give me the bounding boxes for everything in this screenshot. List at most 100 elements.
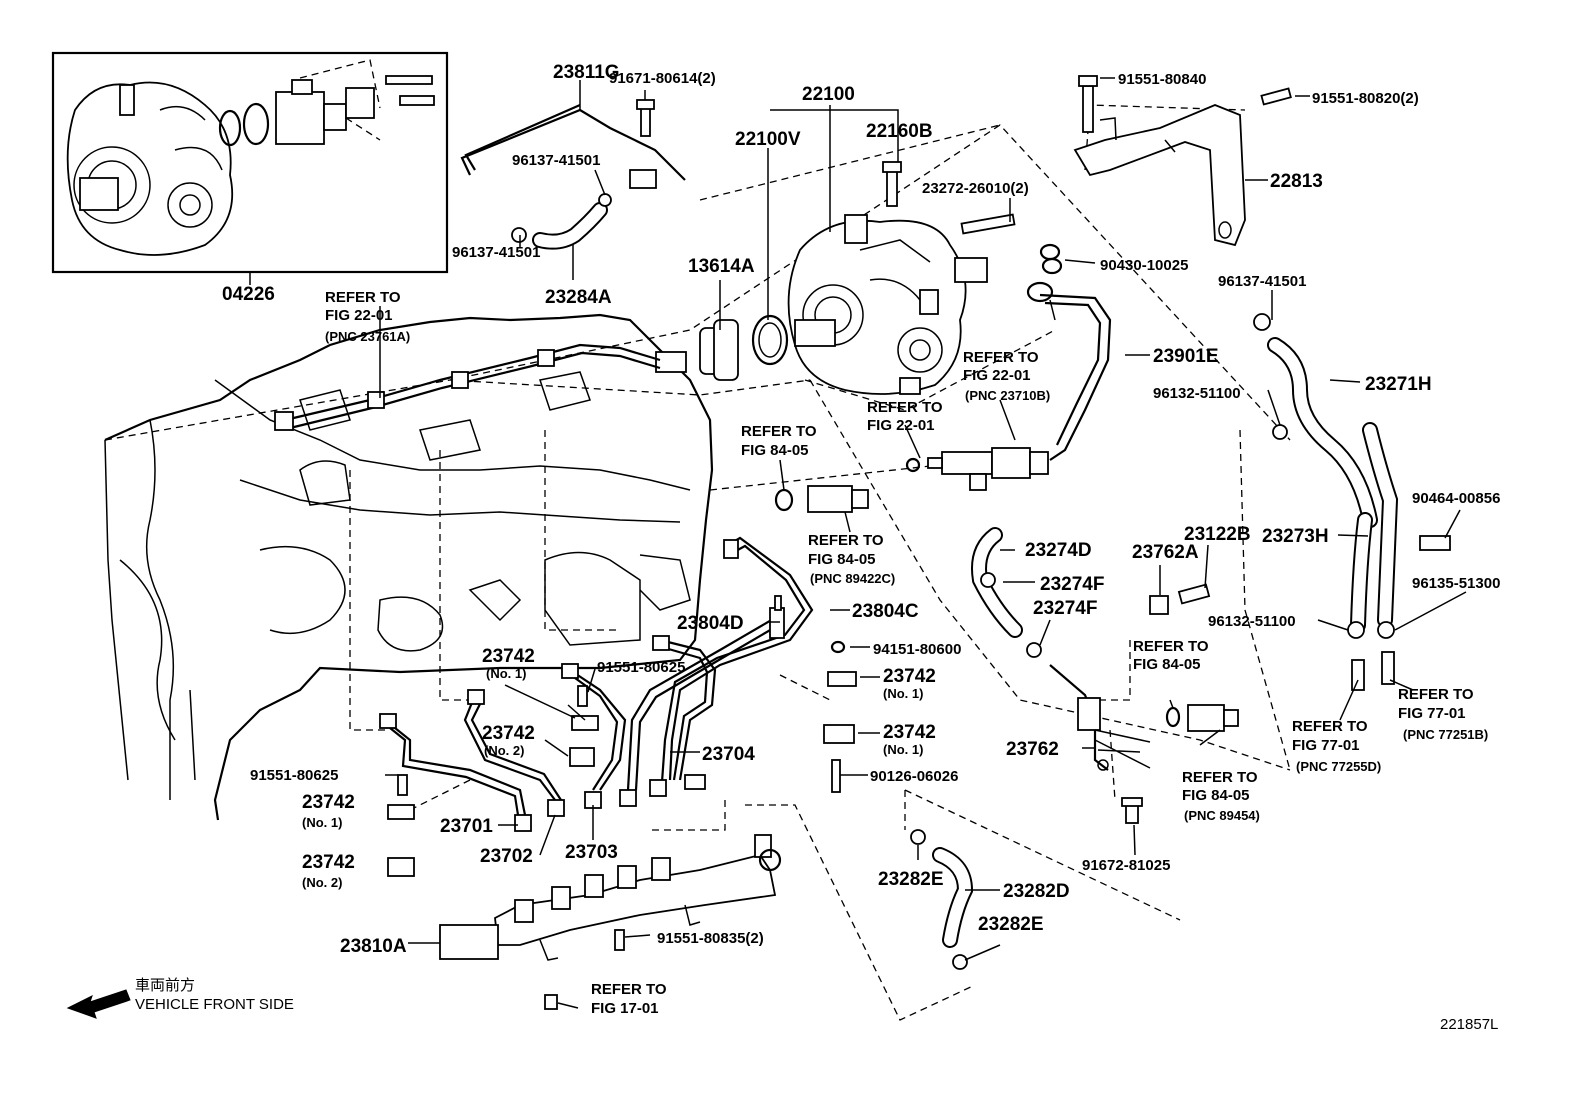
label-23742-d: 23742	[482, 723, 535, 744]
front-arrow-icon	[66, 989, 131, 1019]
footer: 車両前方 VEHICLE FRONT SIDE 221857L	[66, 977, 1498, 1033]
refer-84-05-b-l2: FIG 84-05	[1133, 656, 1201, 673]
front-label-jp: 車両前方	[135, 977, 195, 994]
label-91551-80820: 91551-80820(2)	[1312, 90, 1419, 107]
label-96135-51300: 96135-51300	[1412, 575, 1500, 592]
refer-84-05-pnc89422c-l3: (PNC 89422C)	[810, 571, 895, 586]
label-91671-80614: 91671-80614(2)	[609, 70, 716, 87]
hose-23273h	[1350, 422, 1399, 633]
label-23762: 23762	[1006, 739, 1059, 760]
refer-labels: REFER TO FIG 22-01 (PNC 23761A) REFER TO…	[325, 289, 1488, 1017]
stud-90126	[831, 759, 841, 793]
label-23274d: 23274D	[1025, 540, 1092, 561]
refer-84-05-pnc89454-l2: FIG 84-05	[1182, 787, 1250, 804]
label-91551-80625-a: 91551-80625	[250, 767, 338, 784]
clamps-23742	[387, 671, 857, 877]
bolt-91551-80625-b	[577, 685, 588, 707]
label-23742-a: 23742	[883, 666, 936, 687]
refer-84-05-a-l1: REFER TO	[741, 423, 817, 440]
bolt-91551-80840	[1082, 85, 1094, 133]
refer-22-01-pnc23710b-l2: FIG 22-01	[963, 367, 1031, 384]
label-23762a: 23762A	[1132, 542, 1199, 563]
label-23742-c-sub: (No. 1)	[486, 666, 526, 681]
refer-84-05-pnc89422c-l1: REFER TO	[808, 532, 884, 549]
label-23702: 23702	[480, 846, 533, 867]
label-04226: 04226	[222, 284, 275, 305]
bolt-91671	[640, 107, 651, 137]
clamp-90464	[1419, 535, 1451, 551]
label-23701: 23701	[440, 816, 493, 837]
label-23742-e: 23742	[302, 792, 355, 813]
fuel-temp-sensor	[774, 485, 869, 513]
label-96137-41501-c: 96137-41501	[1218, 273, 1306, 290]
bracket-22813	[1073, 104, 1246, 247]
label-23284a: 23284A	[545, 287, 612, 308]
label-90126-06026: 90126-06026	[870, 768, 958, 785]
refer-22-01-pnc23710b-l1: REFER TO	[963, 349, 1039, 366]
label-23272-26010: 23272-26010(2)	[922, 180, 1029, 197]
refer-84-05-a-l2: FIG 84-05	[741, 442, 809, 459]
engine-block	[104, 313, 714, 821]
refer-84-05-b-l1: REFER TO	[1133, 638, 1209, 655]
label-13614a: 13614A	[688, 256, 755, 277]
dashed-guides	[104, 104, 1291, 1021]
label-23742-a-sub: (No. 1)	[883, 686, 923, 701]
o-ring-22100v	[751, 314, 789, 366]
hose-23284a	[532, 202, 608, 250]
label-90430-10025: 90430-10025	[1100, 257, 1188, 274]
label-23282e-a: 23282E	[878, 869, 944, 890]
bolt-22160b	[886, 169, 898, 207]
figure-id: 221857L	[1440, 1016, 1498, 1033]
label-23282e-b: 23282E	[978, 914, 1044, 935]
label-23273h: 23273H	[1262, 526, 1329, 547]
label-96137-41501-b: 96137-41501	[452, 244, 540, 261]
connector-plug	[655, 351, 687, 373]
sensor-right	[1165, 704, 1239, 732]
injection-pipes	[379, 536, 814, 832]
bracket-23804d	[769, 595, 785, 639]
label-23742-f: 23742	[302, 852, 355, 873]
label-22100: 22100	[802, 84, 855, 105]
label-23742-e-sub: (No. 1)	[302, 815, 342, 830]
label-94151-80600: 94151-80600	[873, 641, 961, 658]
label-91551-80840: 91551-80840	[1118, 71, 1206, 88]
label-23282d: 23282D	[1003, 881, 1070, 902]
label-91551-80625-b: 91551-80625	[597, 659, 685, 676]
hose-23274d	[971, 527, 1023, 638]
label-22160b: 22160B	[866, 121, 933, 142]
washers-90430	[1039, 243, 1063, 275]
label-23742-b-sub: (No. 1)	[883, 742, 923, 757]
refer-77-01-pnc77251b-l3: (PNC 77251B)	[1403, 727, 1488, 742]
label-23271h: 23271H	[1365, 374, 1432, 395]
label-91551-80835: 91551-80835(2)	[657, 930, 764, 947]
refer-22-01-pnc23761a-l3: (PNC 23761A)	[325, 329, 410, 344]
front-label-en: VEHICLE FRONT SIDE	[135, 996, 294, 1013]
label-22100v: 22100V	[735, 129, 801, 150]
label-96132-51100-b: 96132-51100	[1208, 613, 1296, 630]
label-96137-41501-a: 96137-41501	[512, 152, 600, 169]
label-91672-81025: 91672-81025	[1082, 857, 1170, 874]
leader-lines	[249, 77, 1467, 1009]
refer-22-01-pnc23761a-l1: REFER TO	[325, 289, 401, 306]
refer-22-01-l2: FIG 22-01	[867, 417, 935, 434]
label-23811g: 23811G	[553, 62, 620, 83]
refer-17-01-l2: FIG 17-01	[591, 1000, 659, 1017]
refer-22-01-pnc23761a-l2: FIG 22-01	[325, 307, 393, 324]
fuel-pump-22100	[787, 214, 988, 395]
refer-77-01-pnc77255d-l3: (PNC 77255D)	[1296, 759, 1381, 774]
fuel-pipe-23811g	[460, 103, 686, 189]
label-23122b: 23122B	[1184, 524, 1251, 545]
label-96132-51100-a: 96132-51100	[1153, 385, 1241, 402]
label-23703: 23703	[565, 842, 618, 863]
nut-94151	[830, 640, 846, 654]
hose-23282d	[932, 847, 974, 948]
label-90464-00856: 90464-00856	[1412, 490, 1500, 507]
bolt-91551-80835	[614, 929, 625, 951]
label-22813: 22813	[1270, 171, 1323, 192]
label-23704: 23704	[702, 744, 755, 765]
coupling-13614a	[699, 319, 739, 381]
pipe-23901e	[1026, 281, 1112, 461]
part-labels: 04226 23811G 91671-80614(2) 96137-41501 …	[222, 62, 1500, 957]
refer-77-01-pnc77255d-l1: REFER TO	[1292, 718, 1368, 735]
